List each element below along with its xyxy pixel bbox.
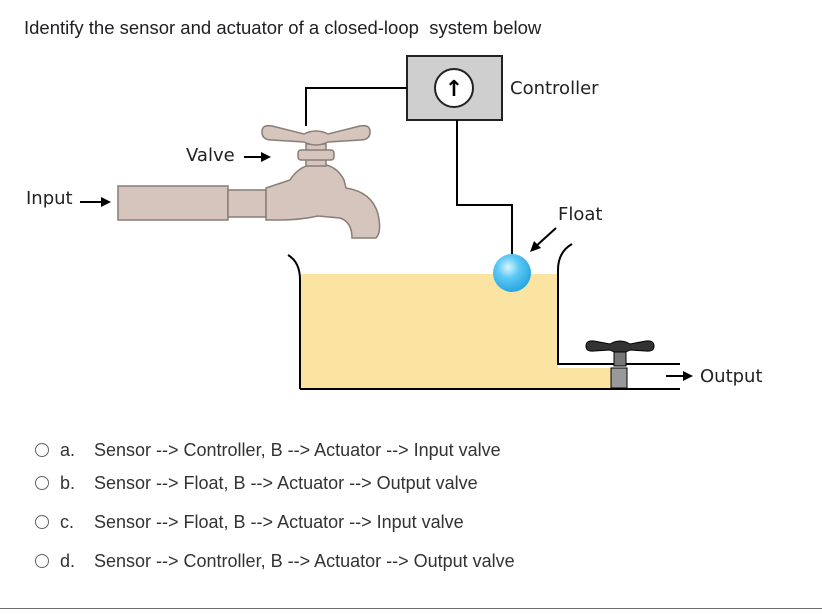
option-letter: c. <box>60 511 75 532</box>
closed-loop-diagram: ↑ <box>80 55 693 390</box>
option-text: Sensor --> Float, B --> Actuator --> Out… <box>94 472 478 493</box>
valve-label: Valve <box>186 145 235 166</box>
question-text: Identify the sensor and actuator of a cl… <box>24 17 542 38</box>
valve-handle <box>261 124 371 146</box>
radio-b[interactable] <box>35 476 49 490</box>
input-label: Input <box>26 188 73 209</box>
radio-c[interactable] <box>35 515 49 529</box>
option-letter: b. <box>60 472 76 493</box>
option-text: Sensor --> Float, B --> Actuator --> Inp… <box>94 511 464 532</box>
tank-wall-right <box>557 243 680 365</box>
controller-label: Controller <box>510 78 599 99</box>
input-pipe <box>117 185 229 221</box>
output-label: Output <box>700 366 763 387</box>
tank-water <box>301 274 558 389</box>
tank-wall-left <box>287 254 301 389</box>
radio-d[interactable] <box>35 554 49 568</box>
float-ball <box>493 254 531 292</box>
feedback-line-to-float <box>456 120 513 256</box>
output-valve-stem <box>613 351 627 367</box>
option-letter: a. <box>60 439 76 460</box>
outlet-water <box>558 368 618 389</box>
output-valve-handle <box>585 340 655 354</box>
option-letter: d. <box>60 550 76 571</box>
option-a[interactable]: a. Sensor --> Controller, B --> Actuator… <box>32 436 501 464</box>
option-text: Sensor --> Controller, B --> Actuator --… <box>94 439 501 460</box>
radio-a[interactable] <box>35 443 49 457</box>
controller-dial <box>434 68 474 108</box>
output-valve-body <box>610 367 628 389</box>
option-text: Sensor --> Controller, B --> Actuator --… <box>94 550 515 571</box>
option-d[interactable]: d. Sensor --> Controller, B --> Actuator… <box>32 547 515 575</box>
faucet-body <box>265 163 381 239</box>
option-c[interactable]: c. Sensor --> Float, B --> Actuator --> … <box>32 508 464 536</box>
option-b[interactable]: b. Sensor --> Float, B --> Actuator --> … <box>32 469 478 497</box>
float-label: Float <box>558 204 603 225</box>
control-line-to-valve <box>305 87 407 126</box>
controller-arrow-icon: ↑ <box>445 77 463 102</box>
bottom-divider <box>0 608 822 609</box>
